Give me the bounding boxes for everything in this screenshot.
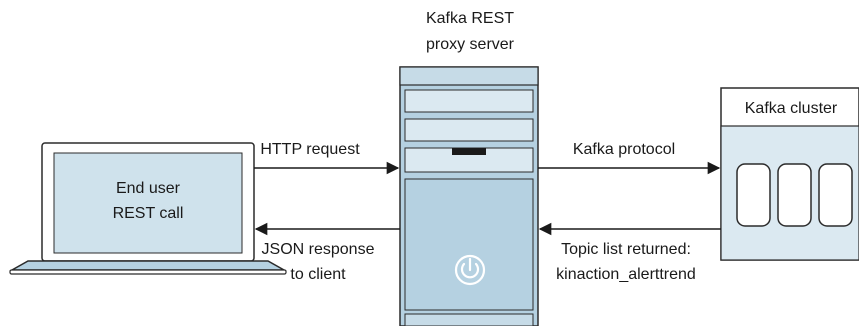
proxy-bay-1: [404, 89, 534, 113]
topic-list-line2: kinaction_alerttrend: [556, 266, 696, 283]
laptop: End user REST call: [9, 142, 287, 275]
cluster-title: Kafka cluster: [745, 100, 838, 117]
proxy-lower-panel: [404, 178, 534, 311]
proxy-label-line1: Kafka REST: [426, 10, 514, 27]
laptop-base-edge: [9, 269, 287, 275]
broker-3: [818, 163, 853, 227]
broker-1: [736, 163, 771, 227]
laptop-base: [9, 260, 287, 271]
proxy-label-line2: proxy server: [426, 36, 515, 53]
proxy-drive-slot: [452, 148, 486, 155]
proxy-bay-2: [404, 118, 534, 142]
proxy-server: Kafka REST proxy server: [399, 10, 539, 326]
kafka-cluster: Kafka cluster: [720, 87, 859, 261]
proxy-bottom-strip: [404, 313, 534, 326]
laptop-screen-line2: REST call: [113, 205, 184, 222]
laptop-screen-line1: End user: [116, 180, 181, 197]
json-response-line2: to client: [290, 266, 346, 283]
topic-list-line1: Topic list returned:: [561, 241, 691, 258]
proxy-tower-top: [399, 66, 539, 86]
laptop-screen: [53, 152, 243, 254]
json-response-line1: JSON response: [262, 241, 375, 258]
power-icon: [454, 254, 486, 286]
kafka-protocol-label: Kafka protocol: [573, 141, 675, 158]
broker-2: [777, 163, 812, 227]
http-request-label: HTTP request: [260, 141, 360, 158]
